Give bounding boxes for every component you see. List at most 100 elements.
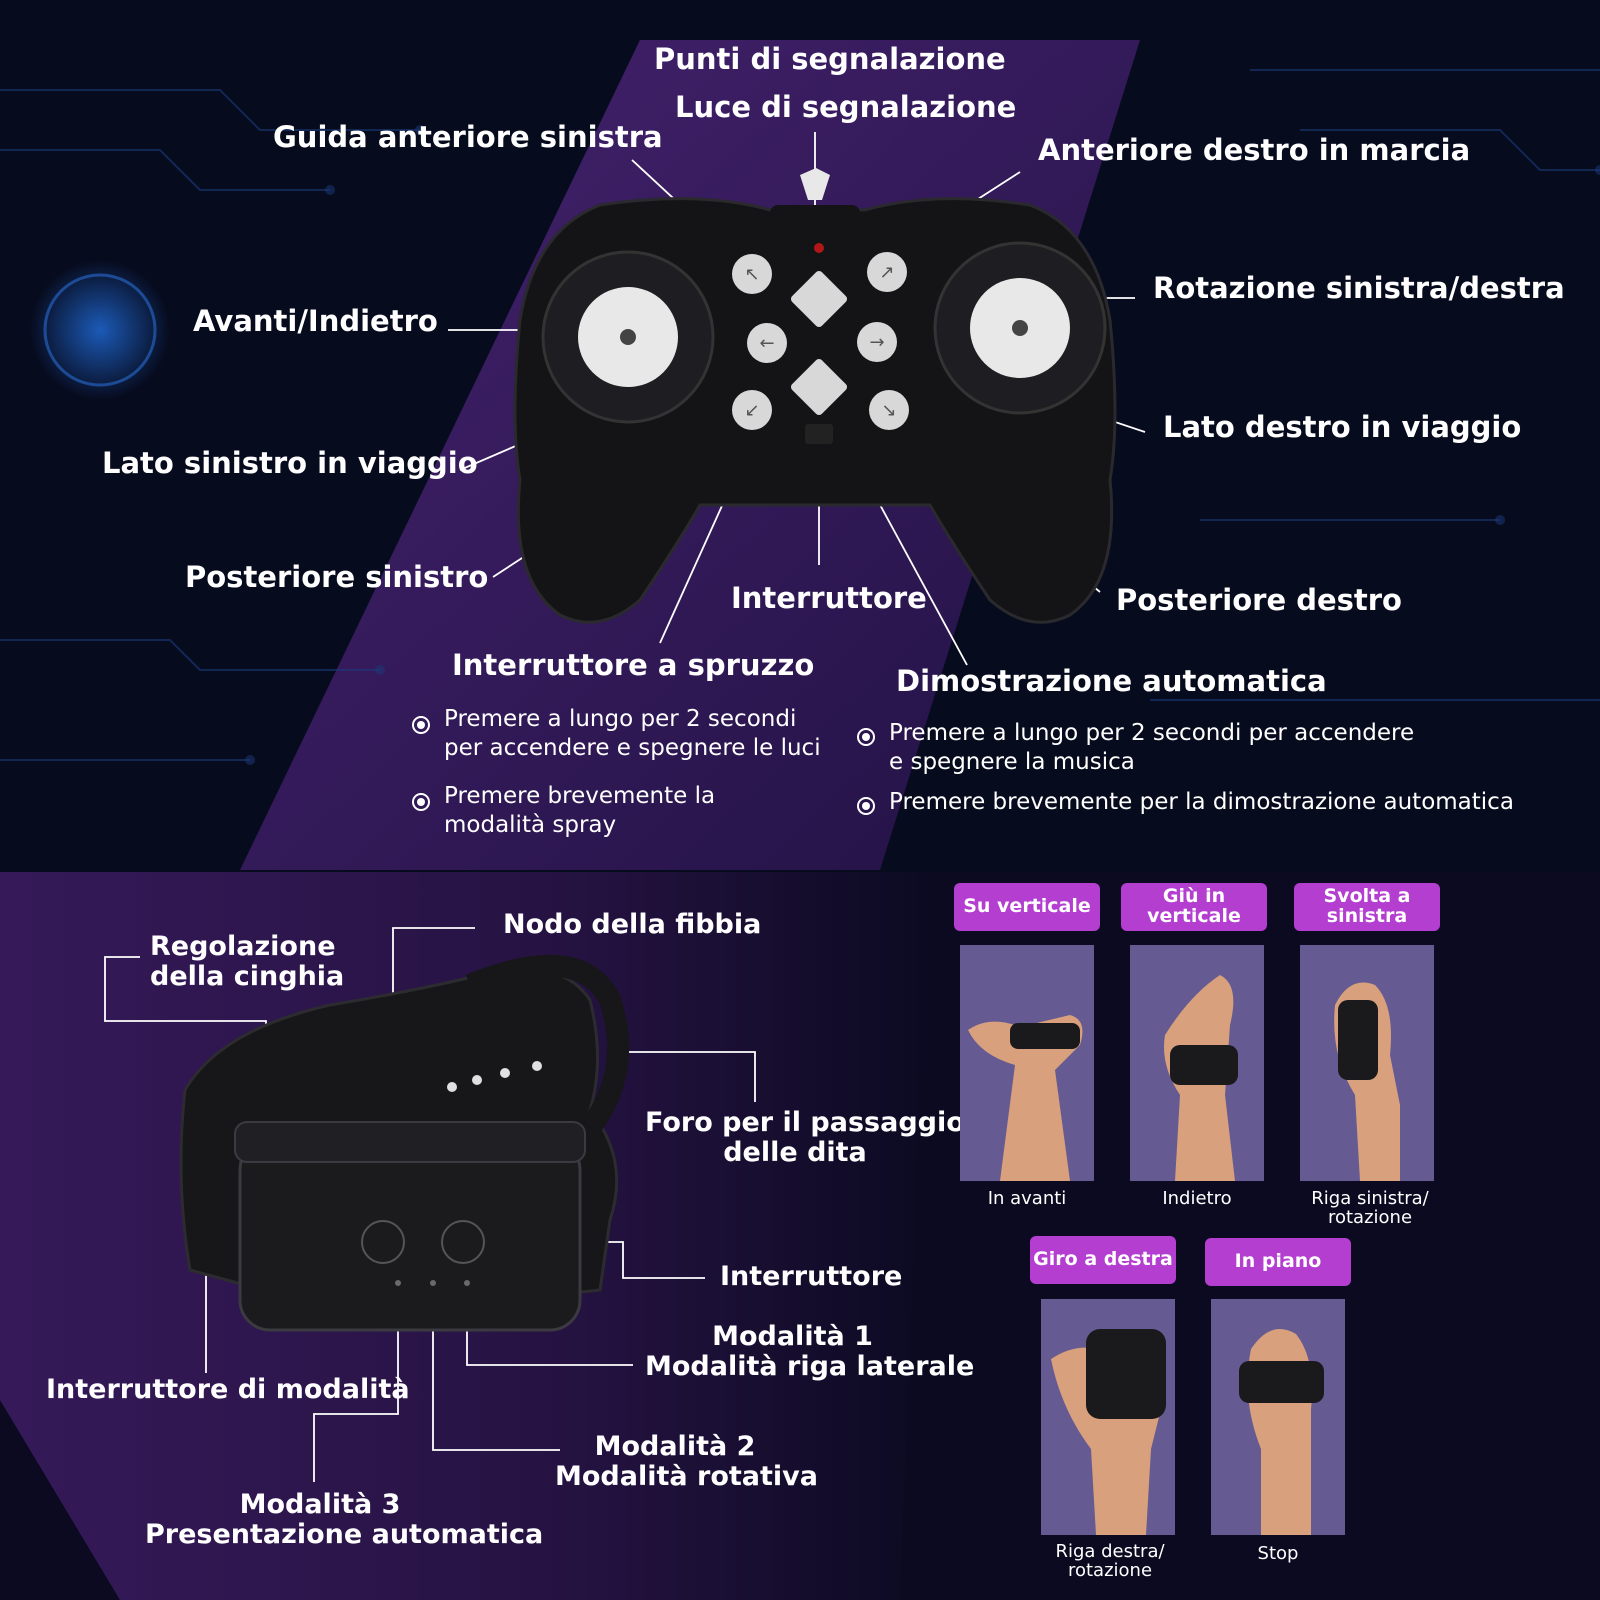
- strap-holes: [447, 1061, 542, 1092]
- caption-line: Stop: [1257, 1543, 1299, 1564]
- caption-line: rotazione: [1327, 1206, 1413, 1228]
- note-line: e spegnere la musica: [889, 748, 1135, 775]
- label-line: Modalità riga laterale: [645, 1350, 975, 1382]
- tag-text: In piano: [1234, 1250, 1322, 1273]
- gesture-photo-right: [1041, 1299, 1175, 1535]
- note-line: Premere a lungo per 2 secondi: [444, 706, 797, 732]
- caption-line: rotazione: [1067, 1559, 1153, 1581]
- note-demo-1: Premere a lungo per 2 secondi per accend…: [889, 719, 1414, 777]
- tag-text: Su verticale: [963, 895, 1091, 918]
- svg-text:↙: ↙: [744, 400, 759, 421]
- label-line: Modalità 2: [594, 1431, 756, 1462]
- gesture-caption-3: Riga sinistra/ rotazione: [1290, 1188, 1450, 1228]
- svg-text:←: ←: [759, 333, 774, 354]
- gesture-tag-4: Giro a destra: [1030, 1236, 1176, 1284]
- label-line: della cinghia: [150, 960, 345, 992]
- mode-leds: [395, 1280, 470, 1286]
- label-interruttore-controller: Interruttore: [731, 581, 927, 615]
- caption-line: Riga destra/: [1055, 1541, 1165, 1562]
- antenna: [800, 168, 830, 200]
- gesture-photo-stop: [1211, 1299, 1345, 1535]
- tag-text: Giro a destra: [1033, 1248, 1173, 1271]
- label-punti-segnalazione: Punti di segnalazione: [654, 42, 1006, 76]
- watch-body: [238, 1138, 582, 1332]
- label-line: Regolazione: [150, 931, 336, 962]
- hand-illustration: [1239, 1329, 1324, 1535]
- label-modalita-2: Modalità 2 Modalità rotativa: [555, 1431, 818, 1492]
- label-line: delle dita: [723, 1136, 867, 1168]
- right-joystick: [933, 241, 1107, 415]
- label-modalita-3: Modalità 3 Presentazione automatica: [145, 1489, 544, 1550]
- left-joystick: [541, 250, 715, 424]
- label-interruttore-watch: Interruttore: [720, 1261, 903, 1292]
- gesture-photo-left: [1300, 945, 1434, 1181]
- label-dimostrazione: Dimostrazione automatica: [896, 664, 1327, 698]
- label-posteriore-sinistro: Posteriore sinistro: [185, 560, 489, 594]
- note-demo-2: Premere brevemente per la dimostrazione …: [889, 788, 1514, 817]
- note-spruzzo-2: Premere brevemente la modalità spray: [444, 782, 715, 840]
- glow-circle: [30, 260, 170, 400]
- label-modalita-1: Modalità 1 Modalità riga laterale: [645, 1321, 975, 1382]
- note-spruzzo-1: Premere a lungo per 2 secondi per accend…: [444, 705, 821, 763]
- label-line: Presentazione automatica: [145, 1518, 544, 1550]
- power-switch: [805, 424, 833, 444]
- direction-buttons: [732, 252, 909, 430]
- gesture-tag-5: In piano: [1205, 1238, 1351, 1286]
- hand-illustration: [1051, 1329, 1166, 1535]
- note-line: Premere brevemente per la dimostrazione …: [889, 789, 1514, 815]
- label-interruttore-spruzzo: Interruttore a spruzzo: [452, 648, 815, 682]
- hand-illustration: [1334, 982, 1400, 1181]
- svg-text:↘: ↘: [881, 400, 896, 421]
- gesture-tag-1: Su verticale: [954, 883, 1100, 931]
- note-line: per accendere e spegnere le luci: [444, 734, 821, 761]
- caption-line: Riga sinistra/: [1311, 1188, 1429, 1209]
- label-anteriore-destro: Anteriore destro in marcia: [1038, 133, 1471, 167]
- note-line: Premere brevemente la: [444, 783, 716, 809]
- bullet-icon: [857, 728, 875, 746]
- label-regolazione-cinghia: Regolazione della cinghia: [150, 931, 345, 992]
- svg-text:↖: ↖: [744, 264, 759, 285]
- gesture-caption-1: In avanti: [950, 1189, 1104, 1209]
- label-line: Modalità rotativa: [555, 1460, 818, 1492]
- label-guida-anteriore-sinistra: Guida anteriore sinistra: [273, 120, 663, 154]
- label-interruttore-modalita: Interruttore di modalità: [46, 1374, 410, 1405]
- label-avanti-indietro: Avanti/Indietro: [193, 304, 438, 338]
- tag-text: Giù in: [1162, 885, 1226, 908]
- svg-text:→: →: [869, 332, 884, 353]
- bullet-icon: [412, 793, 430, 811]
- gesture-caption-2: Indietro: [1120, 1189, 1274, 1209]
- gesture-photo-backward: [1130, 945, 1264, 1181]
- gesture-caption-4: Riga destra/ rotazione: [1030, 1541, 1190, 1581]
- circuit-lines: [0, 69, 1600, 761]
- label-nodo-fibbia: Nodo della fibbia: [503, 909, 762, 940]
- gesture-caption-5: Stop: [1201, 1543, 1355, 1564]
- circuit-dots: [245, 125, 1600, 765]
- mode-button: [361, 1220, 405, 1264]
- note-line: Premere a lungo per 2 secondi per accend…: [889, 720, 1415, 746]
- hand-illustration: [1164, 975, 1238, 1181]
- tag-text: sinistra: [1326, 905, 1408, 927]
- tag-text: Svolta a: [1323, 885, 1411, 908]
- label-lato-destro: Lato destro in viaggio: [1163, 410, 1522, 444]
- button-arrows: ↖ ↗ ← → ↙ ↘: [744, 262, 896, 421]
- bullet-icon: [412, 716, 430, 734]
- indicator-light: [814, 243, 824, 253]
- label-rotazione: Rotazione sinistra/destra: [1153, 271, 1565, 305]
- power-button: [441, 1220, 485, 1264]
- note-line: modalità spray: [444, 811, 617, 838]
- label-line: Modalità 1: [712, 1321, 873, 1352]
- label-lato-sinistro: Lato sinistro in viaggio: [102, 446, 478, 480]
- strap-loop: [465, 954, 630, 1169]
- ring-icon: [43, 273, 157, 387]
- svg-text:↗: ↗: [879, 262, 894, 283]
- label-line: Modalità 3: [239, 1489, 401, 1520]
- hand-illustration: [968, 1015, 1083, 1181]
- bullet-icon: [857, 797, 875, 815]
- tag-text: verticale: [1147, 905, 1241, 927]
- label-posteriore-destro: Posteriore destro: [1116, 583, 1402, 617]
